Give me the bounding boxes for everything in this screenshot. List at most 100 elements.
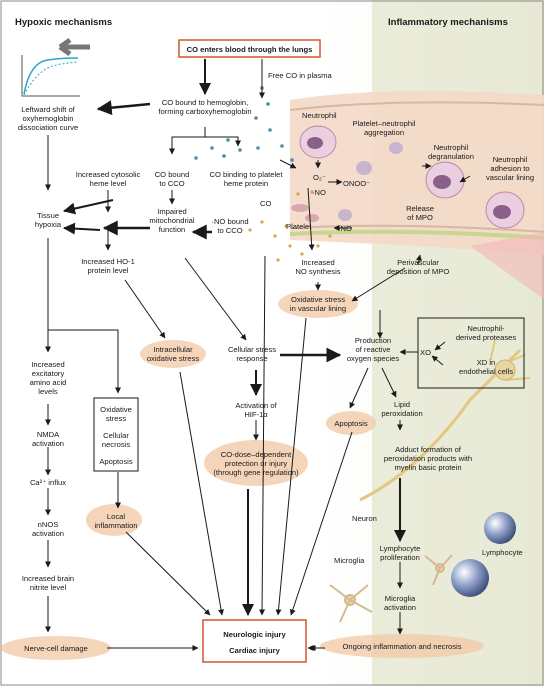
no-molecule-dots (248, 190, 332, 262)
node-ca: Ca²⁺ influx (30, 478, 66, 487)
highlight-ovals (1, 290, 484, 660)
node-no-rad-2: ·NO (338, 224, 352, 233)
outcome-neurologic: Neurologic injury (223, 630, 286, 639)
node-nnos-2: activation (32, 529, 64, 538)
dissociation-curve-icon (21, 55, 80, 97)
node-platelet-neutrophil-2: aggregation (364, 128, 404, 137)
node-nnos-1: nNOS (38, 520, 59, 529)
node-no-bound-2: to CCO (217, 226, 242, 235)
node-intracellular-2: oxidative stress (147, 354, 200, 363)
node-no-bound-1: ·NO bound (211, 217, 248, 226)
node-cell-stress-1: Cellular stress (228, 345, 276, 354)
node-neut-proteases-1: Neutrophil- (467, 324, 505, 333)
node-onoo: ONOO⁻ (343, 179, 370, 188)
node-lipid-2: peroxidation (381, 409, 422, 418)
node-o2-minus: O₂⁻ (313, 173, 326, 182)
node-left-shift-3: dissociation curve (18, 123, 78, 132)
node-adduct-1: Adduct formation of (395, 445, 462, 454)
node-cyt-heme-2: heme level (90, 179, 127, 188)
node-apoptosis: Apoptosis (334, 419, 368, 428)
node-lipid-1: Lipid (394, 400, 410, 409)
node-neuron: Neuron (352, 514, 377, 523)
node-microglia: Microglia (334, 556, 365, 565)
node-box-apoptosis: Apoptosis (99, 457, 133, 466)
vessel-illustration (289, 91, 544, 300)
node-box-ox-1: Oxidative (100, 405, 132, 414)
node-adduct-3: myelin basic protein (394, 463, 461, 472)
node-lymphocyte: Lymphocyte (482, 548, 523, 557)
node-excit-2: excitatory (32, 369, 65, 378)
header-hypoxic: Hypoxic mechanisms (15, 17, 112, 28)
node-excit-3: amino acid (30, 378, 67, 387)
node-neut-adhesion-1: Neutrophil (493, 155, 528, 164)
node-inc-no-1: Increased (301, 258, 334, 267)
node-lymph-prolif-2: proliferation (380, 553, 420, 562)
node-local-2: inflammation (94, 521, 137, 530)
node-nerve-damage: Nerve-cell damage (24, 644, 88, 653)
node-excit-4: levels (38, 387, 58, 396)
node-brain-nitrite-2: nitrite level (30, 583, 67, 592)
node-left-shift-2: oxyhemoglobin (22, 114, 73, 123)
node-co-cco-1: CO bound (155, 170, 190, 179)
node-adduct-2: peroxidation products with (384, 454, 472, 463)
node-impaired-mito-3: function (159, 225, 186, 234)
node-co-hb-2: forming carboxyhemoglobin (158, 107, 251, 116)
node-box-cell-1: Cellular (103, 431, 129, 440)
node-hif-2: HIF-1α (244, 410, 268, 419)
node-release-mpo-1: Release (406, 204, 434, 213)
node-microglia-act-2: activation (384, 603, 416, 612)
node-reactive-2: of reactive (355, 345, 390, 354)
node-labels: Free CO in plasma Leftward shift of oxyh… (18, 71, 534, 653)
node-neut-adhesion-2: adhesion to (490, 164, 529, 173)
outcome-cardiac: Cardiac injury (229, 646, 280, 655)
node-impaired-mito-2: mitochondrial (149, 216, 194, 225)
cell-effects-box (93, 397, 139, 472)
node-free-co: Free CO in plasma (268, 71, 333, 80)
node-inc-no-2: NO synthesis (295, 267, 340, 276)
node-box-ox-2: stress (106, 414, 126, 423)
node-microglia-act-1: Microglia (385, 594, 416, 603)
node-perivascular-2: deposition of MPO (387, 267, 450, 276)
node-neut-degran-1: Neutrophil (434, 143, 469, 152)
node-excit-1: Increased (31, 360, 64, 369)
node-reactive-1: Production (355, 336, 391, 345)
node-hif-1: Activation of (235, 401, 277, 410)
node-nmda-2: activation (32, 439, 64, 448)
node-perivascular-1: Perivascular (397, 258, 439, 267)
node-ox-stress-vasc-1: Oxidative stress (291, 295, 345, 304)
node-local-1: Local (107, 512, 125, 521)
node-intracellular-1: Intracellular (153, 345, 193, 354)
node-ongoing: Ongoing inflammation and necrosis (342, 642, 461, 651)
node-codose-2: protection or injury (225, 459, 288, 468)
node-release-mpo-2: of MPO (407, 213, 433, 222)
node-brain-nitrite-1: Increased brain (22, 574, 74, 583)
node-neut-adhesion-3: vascular lining (486, 173, 534, 182)
connector-arrows (45, 59, 471, 651)
node-co-hb-1: CO bound to hemoglobin, (162, 98, 249, 107)
node-ho1-1: Increased HO-1 (81, 257, 135, 266)
node-left-shift-1: Leftward shift of (21, 105, 75, 114)
node-xd-2: endothelial cells (459, 367, 513, 376)
node-co-platelet-1: CO binding to platelet (209, 170, 283, 179)
node-reactive-3: oxygen species (347, 354, 400, 363)
node-co-label: CO (260, 199, 271, 208)
node-co-cco-2: to CCO (159, 179, 184, 188)
header-inflammatory: Inflammatory mechanisms (388, 17, 508, 28)
node-no-rad-1: ·NO (312, 188, 326, 197)
leftward-shift-arrow-icon (58, 37, 90, 57)
node-cell-stress-2: response (236, 354, 267, 363)
node-ox-stress-vasc-2: in vascular lining (290, 304, 346, 313)
node-ho1-2: protein level (88, 266, 129, 275)
node-nmda-1: NMDA (37, 430, 60, 439)
node-box-cell-2: necrosis (102, 440, 130, 449)
neuron-illustration (359, 339, 531, 502)
node-xd-1: XD in (477, 358, 496, 367)
top-entry-box (178, 39, 321, 58)
lymphocyte-illustration (451, 512, 516, 597)
node-platelet-neutrophil-1: Platelet–neutrophil (353, 119, 416, 128)
node-xo: XO (420, 348, 431, 357)
node-neut-degran-2: degranulation (428, 152, 474, 161)
